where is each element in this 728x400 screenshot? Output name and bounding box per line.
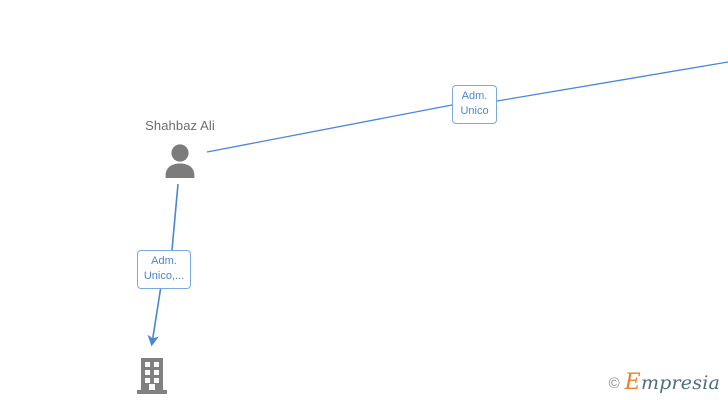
relation-label-line-2: Unico,... xyxy=(143,270,185,282)
building-icon[interactable] xyxy=(136,356,168,396)
watermark: © Empresia xyxy=(609,372,720,394)
edge-adm-unico-multi-to-company xyxy=(147,285,162,347)
person-avatar-icon[interactable] xyxy=(163,142,197,178)
edge-person-to-adm-unico xyxy=(206,104,453,153)
brand-rest: mpresia xyxy=(640,372,720,394)
node-person[interactable]: Shahbaz Ali xyxy=(120,118,240,178)
edge-person-to-adm-unico-multi xyxy=(171,183,179,251)
node-company[interactable] xyxy=(122,356,182,400)
relation-label-adm-unico[interactable]: Adm. Unico xyxy=(452,85,497,124)
copyright-icon: © xyxy=(608,374,620,392)
relation-label-line-1: Adm. xyxy=(151,255,177,267)
brand-wordmark: Empresia xyxy=(625,372,720,394)
relation-label-line-1: Adm. xyxy=(461,90,488,102)
relation-label-line-2: Unico xyxy=(460,105,489,117)
relation-label-adm-unico-multi[interactable]: Adm. Unico,... xyxy=(137,250,191,289)
person-name-label: Shahbaz Ali xyxy=(145,118,215,133)
edge-adm-unico-to-offscreen xyxy=(496,61,728,102)
brand-initial: E xyxy=(624,370,641,395)
